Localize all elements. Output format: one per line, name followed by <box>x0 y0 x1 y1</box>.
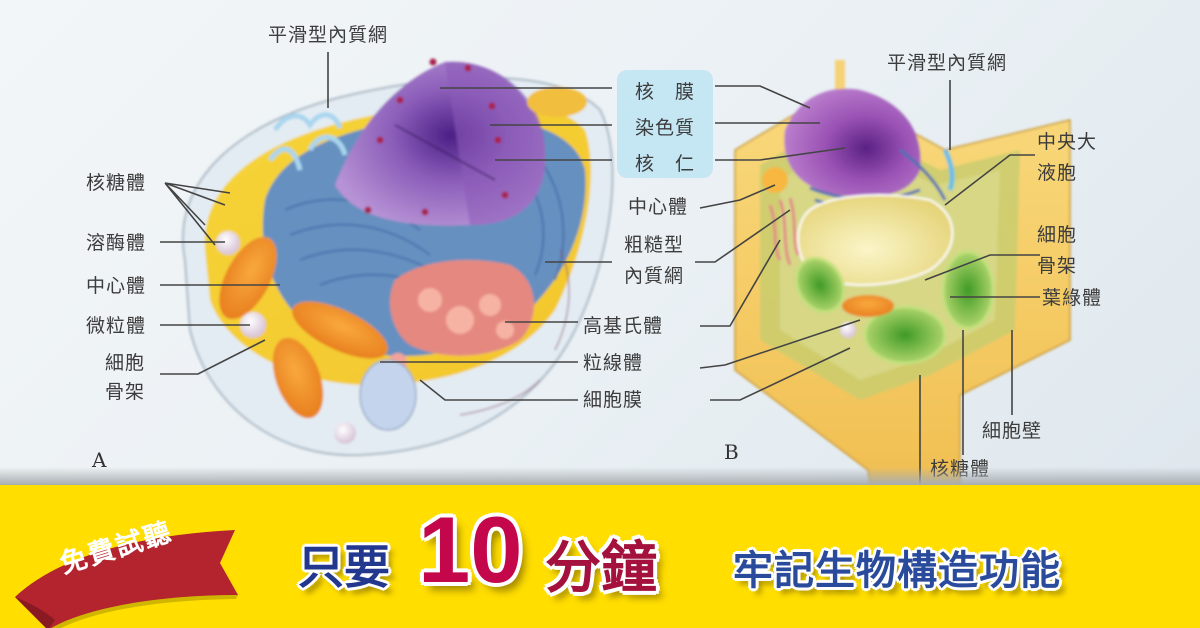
promo-banner <box>0 485 1200 628</box>
ribbon-shape <box>15 530 238 628</box>
cell-diagram: 平滑型內質網 核糖體 溶酶體 中心體 微粒體 細胞 骨架 A 核 膜 染色質 核… <box>0 0 1200 485</box>
label-central-vacuole-line2: 液胞 <box>1037 162 1078 184</box>
headline-prefix: 只要 <box>298 540 390 594</box>
label-central-vacuole-line1: 中央大 <box>1037 131 1098 153</box>
figure-letter-b: B <box>724 440 739 464</box>
nucleus-label-box: 核 膜 染色質 核 仁 <box>617 70 713 178</box>
label-cytoskeleton-b-line1: 細胞 <box>1037 224 1078 246</box>
label-nucleolus: 核 仁 <box>634 153 695 175</box>
label-cell-wall: 細胞壁 <box>982 420 1043 442</box>
label-rough-er-line1: 粗糙型 <box>624 234 685 256</box>
animal-cell <box>182 58 614 457</box>
label-nuclear-envelope: 核 膜 <box>634 81 695 103</box>
label-cytoskeleton-b: 細胞 骨架 <box>1037 224 1077 277</box>
label-centrosome-shared: 中心體 <box>628 196 689 218</box>
label-ribosome-b: 核糖體 <box>930 458 991 480</box>
label-cytoskeleton-a-line1: 細胞 <box>105 352 146 374</box>
label-mitochondria: 粒線體 <box>583 352 644 374</box>
label-cytoskeleton-a: 細胞 骨架 <box>105 352 145 403</box>
leader-lines <box>160 52 1040 485</box>
label-chloroplast: 葉綠體 <box>1042 287 1103 309</box>
label-microbody: 微粒體 <box>86 315 147 337</box>
label-cytoskeleton-a-line2: 骨架 <box>105 381 146 403</box>
label-cell-membrane: 細胞膜 <box>583 389 644 411</box>
label-ribosome-a: 核糖體 <box>86 172 147 194</box>
label-smooth-er-a: 平滑型內質網 <box>268 24 389 46</box>
label-smooth-er-b: 平滑型內質網 <box>887 52 1008 74</box>
headline-number: 10 <box>418 497 523 602</box>
headline-tagline: 牢記生物構造功能 <box>733 548 1061 594</box>
label-chromatin: 染色質 <box>634 117 695 139</box>
figure-letter-a: A <box>92 448 107 472</box>
label-rough-er: 粗糙型 內質網 <box>624 234 684 287</box>
plant-cell <box>734 60 1071 485</box>
label-centrosome-a: 中心體 <box>86 275 147 297</box>
cell-illustrations <box>160 52 1071 485</box>
label-cytoskeleton-b-line2: 骨架 <box>1037 255 1078 277</box>
label-lysosome: 溶酶體 <box>86 232 147 254</box>
label-central-vacuole: 中央大 液胞 <box>1037 131 1097 184</box>
label-golgi: 高基氏體 <box>583 315 664 337</box>
label-rough-er-line2: 內質網 <box>624 265 685 287</box>
headline-unit: 分鐘 <box>545 536 657 601</box>
